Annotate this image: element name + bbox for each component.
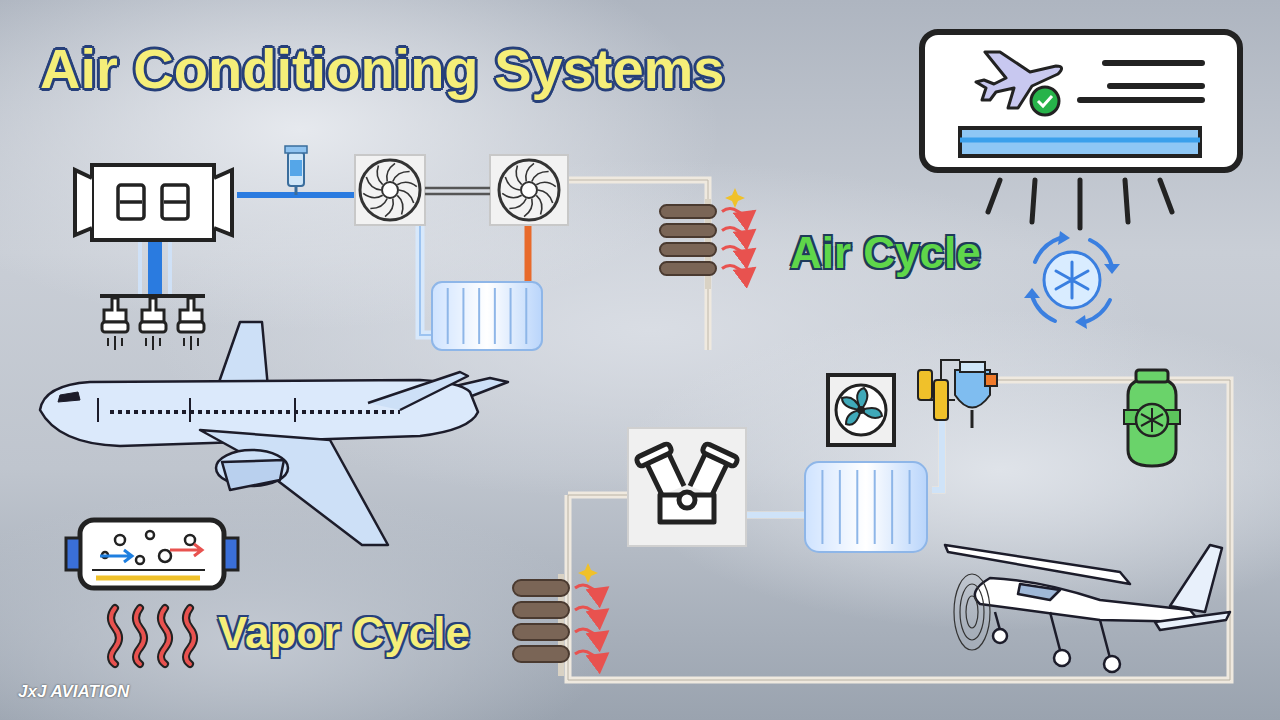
heat-arrow [722,247,754,253]
fan-blade [516,166,522,185]
radiator-rib [462,288,464,344]
sparkle [725,188,745,208]
coil-loop [513,646,569,662]
cycle-label: Vapor Cycle [218,608,470,658]
heat-arrow [575,629,607,635]
fan-blade [502,193,521,197]
radiator-rib [494,288,496,344]
radiator-rib [821,470,823,544]
coil-loop [660,243,716,256]
ac-unit-icon [922,32,1240,329]
radiator-rib [874,470,876,544]
radiator-rib [909,470,911,544]
coil-loop [513,602,569,618]
heater-icon [66,520,238,664]
radiator-rib [525,288,527,344]
coil-loop [660,224,716,237]
radiator-rib [447,288,449,344]
coil-loop [660,205,716,218]
fan-blade [377,166,383,185]
heat-arrow [575,651,607,657]
title: Air Conditioning Systems [40,36,725,101]
watermark: JxJ AVIATION [18,682,129,702]
fan-blade [393,171,410,181]
radiator-rib [478,288,480,344]
heat-arrow [722,228,754,234]
radiator-rib [891,470,893,544]
heat-arrow [722,209,754,215]
coil-loop [660,262,716,275]
radiator-rib [856,470,858,544]
coil-loop [513,580,569,596]
airliner [40,322,508,545]
radiator-rib [839,470,841,544]
cycle-label: Air Cycle [790,228,981,278]
fan-blade [509,199,526,209]
sparkle [578,563,598,583]
heat-arrow [575,585,607,591]
air-cycle-system [75,146,754,350]
heat-arrow [575,607,607,613]
fan-blade [397,195,403,214]
fan-blade [532,171,549,181]
vapor-cycle-system [513,360,1230,680]
fan-blade [370,199,387,209]
fan-blade [536,195,542,214]
fan-blade [536,182,555,186]
fan-blade [397,182,416,186]
heat-arrow [722,266,754,272]
radiator-rib [510,288,512,344]
coil-loop [513,624,569,640]
fan-blade [363,193,382,197]
